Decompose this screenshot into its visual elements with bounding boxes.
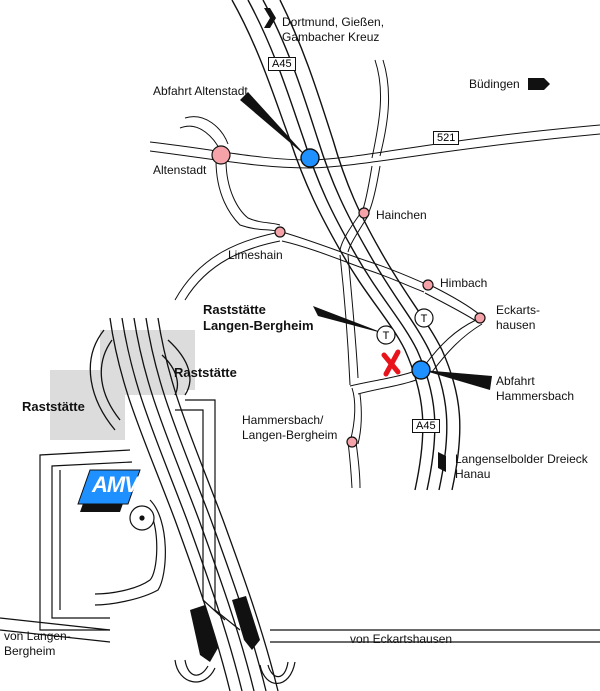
- label-langenselbolder-2: Hanau: [455, 467, 491, 481]
- village-altenstadt: [211, 145, 231, 165]
- exit-altenstadt: [300, 148, 320, 168]
- label-raststatte-right: Raststätte: [174, 365, 237, 380]
- exit-markers: [300, 148, 431, 380]
- fuel-station-2-icon: [414, 308, 434, 328]
- pointer-langen-bergheim: [313, 306, 386, 334]
- label-altenstadt: Altenstadt: [153, 163, 207, 177]
- fuel-station-2-label: T: [421, 313, 428, 325]
- direction-arrows: [264, 8, 550, 472]
- village-hammersbach: [346, 436, 358, 448]
- label-eckarts-1: Eckarts-: [496, 303, 541, 317]
- shield-a45-bottom: A45: [412, 419, 440, 433]
- village-limeshain: [274, 226, 286, 238]
- label-limeshain: Limeshain: [228, 248, 283, 262]
- secondary-roads: [149, 59, 600, 489]
- detail-motorway: [89, 317, 279, 691]
- label-hammersbach-2: Langen-Bergheim: [242, 428, 338, 442]
- label-abfahrt-hammersbach-1: Abfahrt: [496, 374, 535, 388]
- exit-hammersbach: [411, 360, 431, 380]
- shield-a45-top: A45: [268, 57, 296, 71]
- fuel-station-1-label: T: [383, 330, 390, 342]
- village-markers: [211, 145, 486, 448]
- pointer-wedges: [240, 92, 492, 390]
- rest-area-zones: [50, 330, 195, 440]
- rest-area-right: [174, 399, 600, 684]
- label-budingen: Büdingen: [469, 77, 520, 91]
- location-cross-icon: [381, 349, 401, 377]
- arrow-dortmund-icon: [264, 8, 276, 28]
- label-von-eckartshausen: von Eckartshausen: [350, 632, 453, 646]
- label-hainchen: Hainchen: [376, 208, 427, 222]
- bridge-abutments: [190, 596, 260, 662]
- label-himbach: Himbach: [440, 276, 488, 290]
- label-dortmund: Dortmund, Gießen,: [282, 15, 385, 29]
- fuel-station-1-icon: [376, 325, 396, 345]
- label-von-langen-1: von Langen-: [4, 629, 71, 643]
- village-hainchen: [358, 207, 370, 219]
- label-von-langen-2: Bergheim: [4, 644, 56, 658]
- label-gambacher: Gambacher Kreuz: [282, 30, 380, 44]
- label-raststatte-left: Raststätte: [22, 399, 85, 414]
- amv-logo-text: AMV: [92, 472, 139, 497]
- label-abfahrt-hammersbach-2: Hammersbach: [496, 389, 575, 403]
- a45-motorway: [231, 0, 461, 491]
- label-rast-lb-2: Langen-Bergheim: [203, 318, 314, 333]
- label-abfahrt-altenstadt: Abfahrt Altenstadt: [153, 84, 248, 98]
- rest-area-left: [0, 449, 166, 643]
- village-eckartshausen: [474, 312, 486, 324]
- arrow-langenselbolder-icon: [438, 452, 446, 472]
- label-hammersbach-1: Hammersbach/: [242, 413, 324, 427]
- pointer-hammersbach: [422, 370, 492, 390]
- label-rast-lb-1: Raststätte: [203, 302, 266, 317]
- fuel-stations: T T: [376, 308, 434, 345]
- pointer-altenstadt: [240, 92, 308, 158]
- village-himbach: [422, 279, 434, 291]
- amv-logo: [77, 469, 141, 512]
- shield-b521: 521: [433, 131, 460, 145]
- label-langenselbolder-1: Langenselbolder Dreieck: [455, 452, 588, 466]
- label-eckarts-2: hausen: [496, 318, 536, 332]
- arrow-budingen-icon: [528, 78, 550, 90]
